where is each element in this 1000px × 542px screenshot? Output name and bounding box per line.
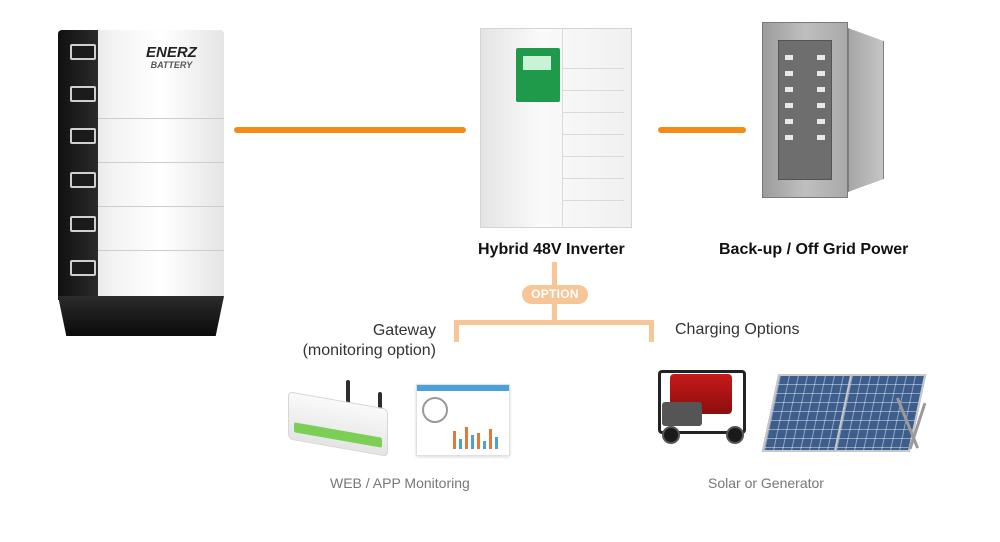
gateway-subtitle: (monitoring option): [302, 342, 436, 359]
inverter-label: Hybrid 48V Inverter: [478, 241, 625, 258]
inverter-control-panel: [516, 48, 560, 102]
inverter-panel-connector: [658, 127, 746, 133]
monitoring-dashboard-image: [416, 384, 510, 456]
gateway-title: Gateway: [372, 322, 436, 339]
monitoring-caption: WEB / APP Monitoring: [330, 475, 470, 491]
generator-image: [656, 366, 750, 444]
gateway-label: Gateway (monitoring option): [288, 321, 436, 361]
option-right-drop: [649, 320, 654, 342]
option-horizontal-line: [454, 320, 654, 325]
option-badge: OPTION: [522, 285, 588, 304]
battery-image: ENERZ BATTERY: [58, 30, 224, 336]
battery-logo: ENERZ BATTERY: [146, 44, 197, 70]
gateway-device-image: [288, 380, 390, 457]
solar-generator-caption: Solar or Generator: [708, 475, 824, 491]
backup-power-label: Back-up / Off Grid Power: [719, 241, 909, 258]
solar-panel-image: [761, 366, 927, 454]
battery-inverter-connector: [234, 127, 466, 133]
breaker-panel-image: [762, 22, 884, 198]
option-left-drop: [454, 320, 459, 342]
inverter-image: [480, 28, 632, 228]
charging-options-label: Charging Options: [675, 321, 800, 338]
